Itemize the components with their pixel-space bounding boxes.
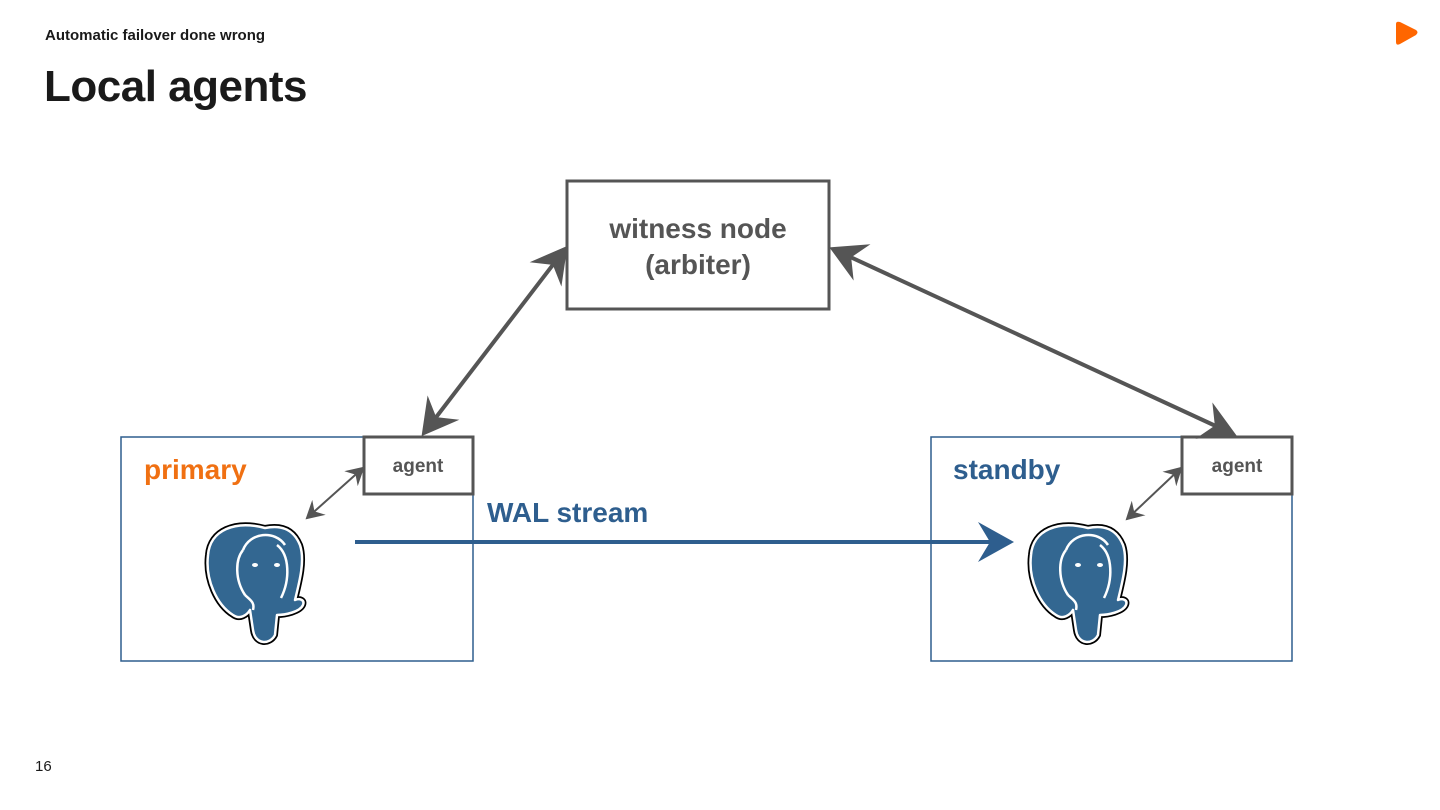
primary-postgresql-elephant-icon bbox=[208, 525, 304, 642]
witness-node-box bbox=[565, 179, 831, 311]
primary-node-box bbox=[120, 436, 474, 662]
primary-agent-label: agent bbox=[393, 456, 444, 477]
standby-postgresql-elephant-icon bbox=[1031, 525, 1127, 642]
wal-stream-label: WAL stream bbox=[487, 497, 648, 528]
witness-primary-agent-arrow bbox=[421, 245, 568, 437]
witness-label-line1: witness node bbox=[608, 213, 786, 244]
slide-subtitle: Automatic failover done wrong bbox=[45, 27, 266, 44]
standby-agent-db-arrow bbox=[1125, 466, 1183, 521]
primary-label: primary bbox=[144, 454, 247, 485]
page-number: 16 bbox=[35, 758, 52, 775]
witness-label-line2: (arbiter) bbox=[645, 249, 751, 280]
witness-standby-agent-arrow bbox=[829, 244, 1237, 439]
slide-title: Local agents bbox=[44, 62, 307, 111]
primary-agent-db-arrow bbox=[305, 466, 365, 520]
standby-agent-box bbox=[1180, 435, 1294, 496]
standby-label: standby bbox=[953, 454, 1061, 485]
primary-agent-box bbox=[362, 435, 475, 496]
orange-triangle-logo-icon bbox=[1396, 21, 1418, 45]
standby-agent-label: agent bbox=[1212, 456, 1263, 477]
